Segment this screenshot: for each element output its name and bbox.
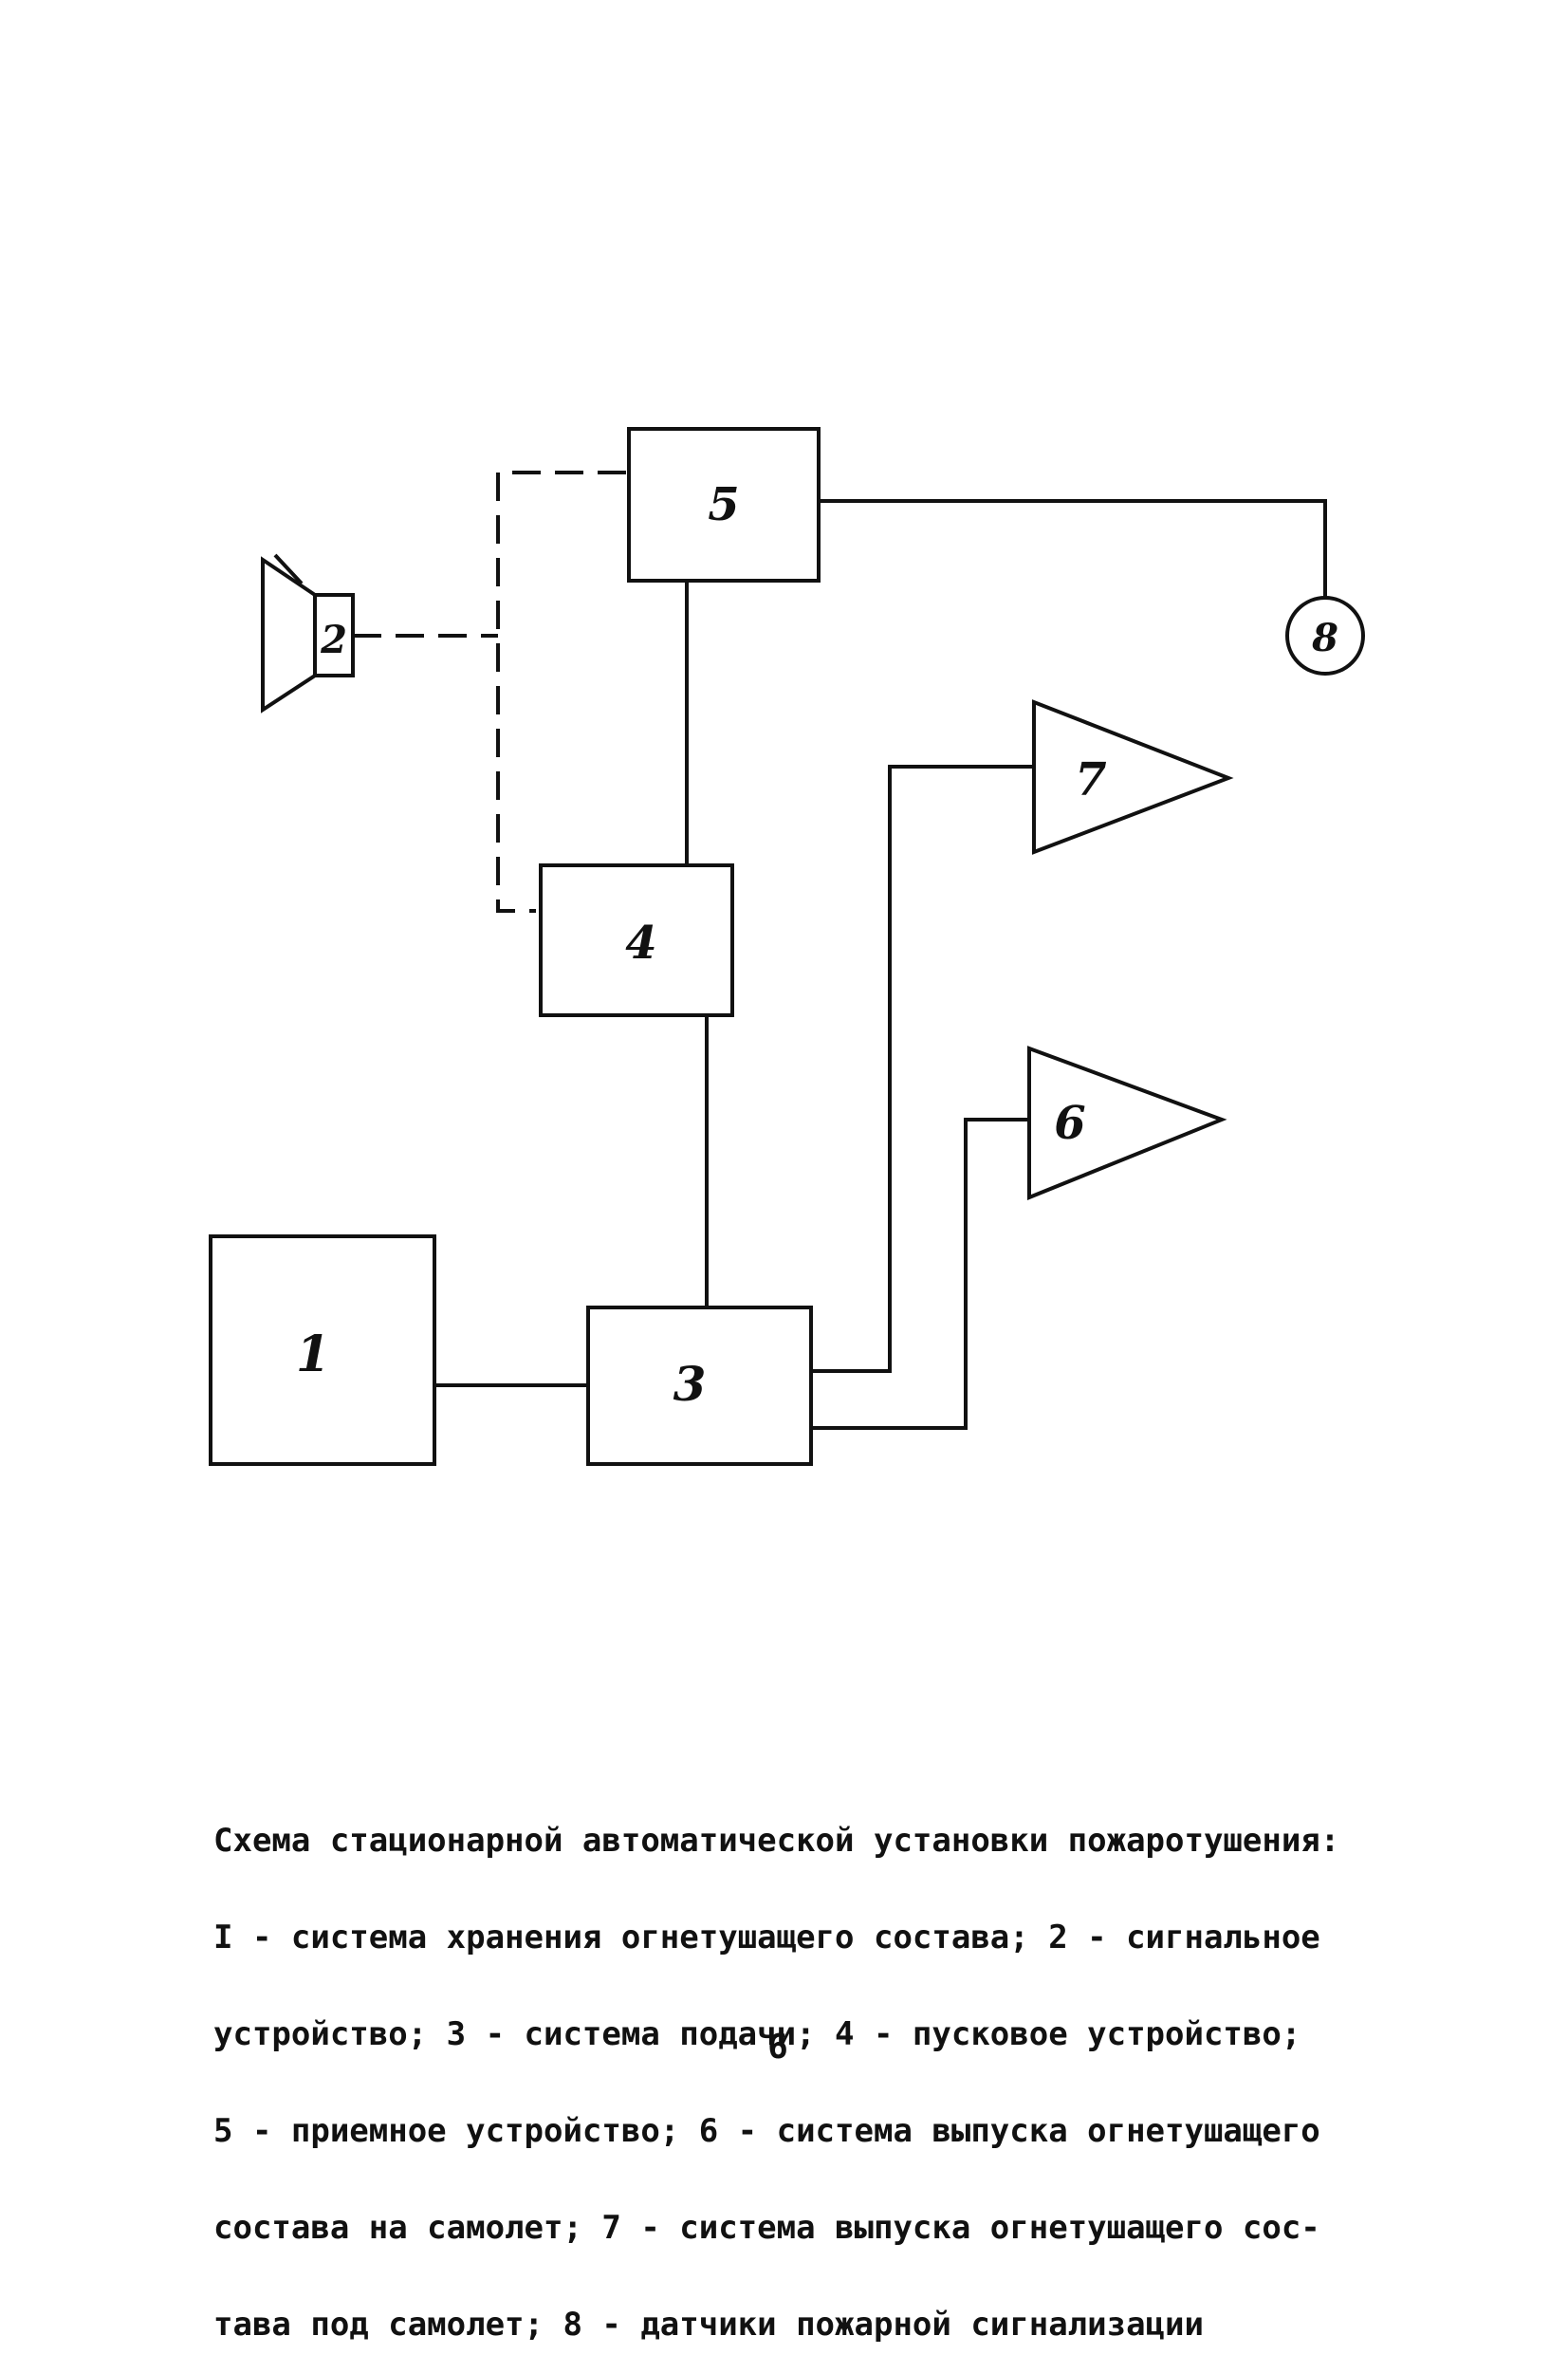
caption-line-2: I - система хранения огнетушащего состав… (213, 1919, 1320, 1956)
block-2-signal-device: 2 (261, 553, 355, 714)
sensor-8-fire-detectors: 8 (1285, 596, 1365, 676)
block-1-storage-system: 1 (209, 1234, 436, 1466)
caption-line-3: устройство; 3 - система подачи; 4 - пуск… (213, 2015, 1301, 2053)
signal-line-5-4 (496, 471, 626, 913)
block-5-receiving-device: 5 (627, 427, 821, 583)
horn-icon (261, 556, 317, 714)
figure-caption: Схема стационарной автоматической устано… (213, 1760, 1352, 2373)
block-4-label: 4 (625, 917, 656, 970)
connector-5-8 (819, 499, 1327, 598)
caption-line-4: 5 - приемное устройство; 6 - система вып… (213, 2112, 1320, 2150)
block-6-release-onto-aircraft: 6 (1027, 1046, 1227, 1200)
fire-suppression-block-diagram: 5 2 8 7 4 6 1 3 (209, 427, 1365, 1466)
connector-3-6 (811, 1118, 1029, 1430)
block-3-supply-system: 3 (586, 1306, 813, 1466)
sensor-8-label: 8 (1311, 616, 1338, 660)
block-1-label: 1 (296, 1326, 330, 1383)
block-5-label: 5 (708, 478, 739, 531)
page-number: 6 (767, 2028, 788, 2067)
block-3-label: 3 (673, 1356, 707, 1412)
block-2-label: 2 (320, 618, 347, 662)
caption-line-6: тава под самолет; 8 - датчики пожарной с… (213, 2306, 1204, 2344)
connector-3-7 (811, 765, 1034, 1373)
block-7-release-under-aircraft: 7 (1032, 699, 1234, 855)
caption-line-1: Схема стационарной автоматической устано… (213, 1822, 1340, 1860)
block-7-label: 7 (1075, 753, 1106, 806)
block-6-label: 6 (1054, 1097, 1085, 1150)
caption-line-5: состава на самолет; 7 - система выпуска … (213, 2209, 1320, 2247)
block-4-trigger-device: 4 (539, 863, 734, 1017)
